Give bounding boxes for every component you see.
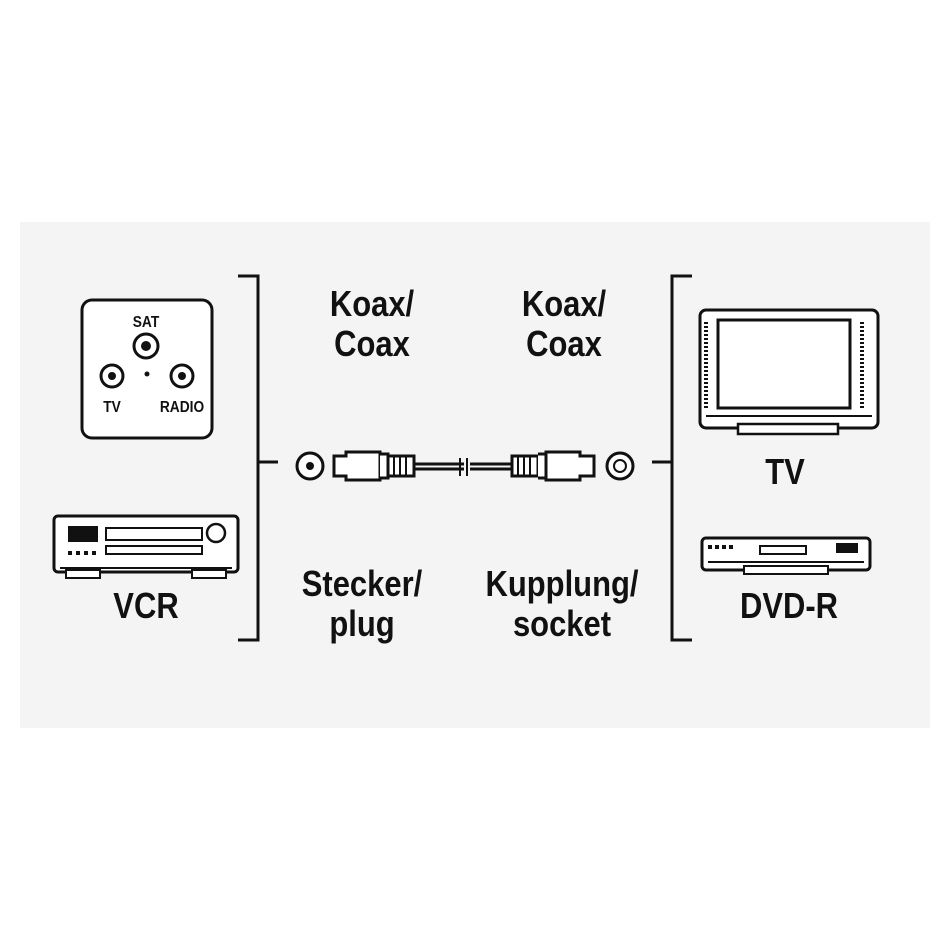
wall-socket-icon — [80, 298, 214, 440]
left-top-connector-label: Koax/ Coax — [286, 284, 458, 364]
plug-label: Stecker/ plug — [276, 564, 448, 644]
coax-cable-icon — [295, 450, 635, 482]
left-bracket — [238, 274, 278, 642]
sat-label: SAT — [132, 314, 160, 331]
tv-device-label: TV — [765, 451, 805, 492]
socket-label: Kupplung/ socket — [476, 564, 648, 644]
plug-line2: plug — [329, 603, 395, 644]
socket-line2: socket — [512, 603, 612, 644]
left-top-line1: Koax/ — [329, 283, 415, 324]
right-bracket — [652, 274, 692, 642]
right-top-line1: Koax/ — [521, 283, 607, 324]
left-top-line2: Coax — [334, 323, 410, 364]
tv-socket-label: TV — [103, 399, 121, 416]
right-top-line2: Coax — [526, 323, 602, 364]
socket-line1: Kupplung/ — [485, 563, 639, 604]
vcr-icon — [52, 514, 240, 579]
radio-socket-label: RADIO — [159, 399, 205, 416]
dvdr-label: DVD-R — [739, 585, 839, 626]
right-top-connector-label: Koax/ Coax — [478, 284, 650, 364]
vcr-label: VCR — [113, 585, 179, 626]
plug-line1: Stecker/ — [301, 563, 423, 604]
tv-icon — [698, 308, 880, 436]
dvd-recorder-icon — [700, 536, 872, 575]
